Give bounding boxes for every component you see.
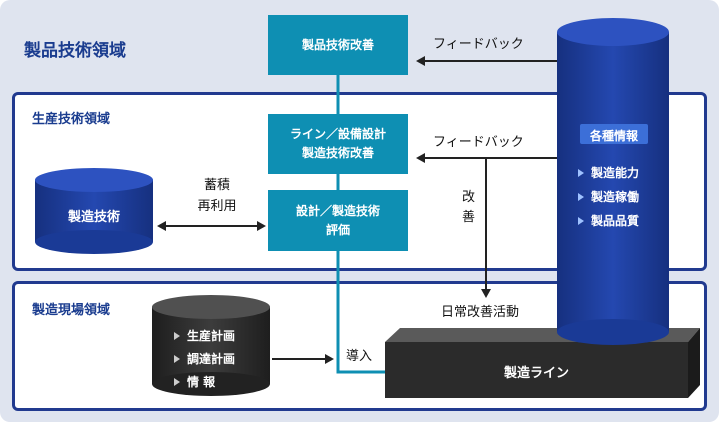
bullet-triangle-icon <box>174 331 180 340</box>
plan-item: 生産計画 <box>174 327 235 344</box>
bullet-triangle-icon <box>578 192 584 201</box>
improve-label-2: 善 <box>462 210 476 225</box>
bullet-triangle-icon <box>578 216 584 225</box>
site-region-title: 製造現場領域 <box>32 303 111 318</box>
info-cylinder-shape <box>557 18 669 345</box>
evaluation-box: 設計／製造技術 評価 <box>268 190 408 251</box>
introduce-label: 導入 <box>346 349 373 364</box>
info-item: 製造稼働 <box>578 188 639 205</box>
feedback-top-label: フィードバック <box>433 37 524 52</box>
reuse-label: 再利用 <box>197 199 237 214</box>
daily-improvement-label: 日常改善活動 <box>441 305 520 320</box>
improve-label-1: 改 <box>462 190 476 205</box>
tech-cylinder-label: 製造技術 <box>67 210 120 225</box>
plan-item: 情 報 <box>174 373 215 390</box>
production-line-label: 製造ライン <box>503 366 569 381</box>
evaluation-label-2: 評価 <box>325 222 350 237</box>
teal-connector <box>336 75 388 374</box>
store-label: 蓄積 <box>203 178 230 193</box>
line-design-label-2: 製造技術改善 <box>301 146 374 160</box>
info-title-badge <box>580 124 648 144</box>
evaluation-label-1: 設計／製造技術 <box>295 203 380 218</box>
info-title: 各種情報 <box>589 129 638 143</box>
tech-cylinder-shape <box>35 168 153 254</box>
info-item: 製品品質 <box>578 212 639 229</box>
feedback-mid-label: フィードバック <box>433 135 524 150</box>
plan-item: 調達計画 <box>174 350 235 367</box>
production-region-title: 生産技術領域 <box>32 112 111 127</box>
bullet-triangle-icon <box>578 168 584 177</box>
line-design-label-1: ライン／設備設計 <box>289 127 386 141</box>
bullet-triangle-icon <box>174 377 180 386</box>
plan-cylinder-shape <box>152 295 270 396</box>
product-improvement-box: 製品技術改善 <box>268 15 408 75</box>
product-region-title: 製品技術領域 <box>24 41 126 61</box>
product-improvement-label: 製品技術改善 <box>301 37 374 52</box>
bullet-triangle-icon <box>174 354 180 363</box>
info-item: 製造能力 <box>578 164 639 181</box>
line-design-box: ライン／設備設計 製造技術改善 <box>268 114 408 174</box>
